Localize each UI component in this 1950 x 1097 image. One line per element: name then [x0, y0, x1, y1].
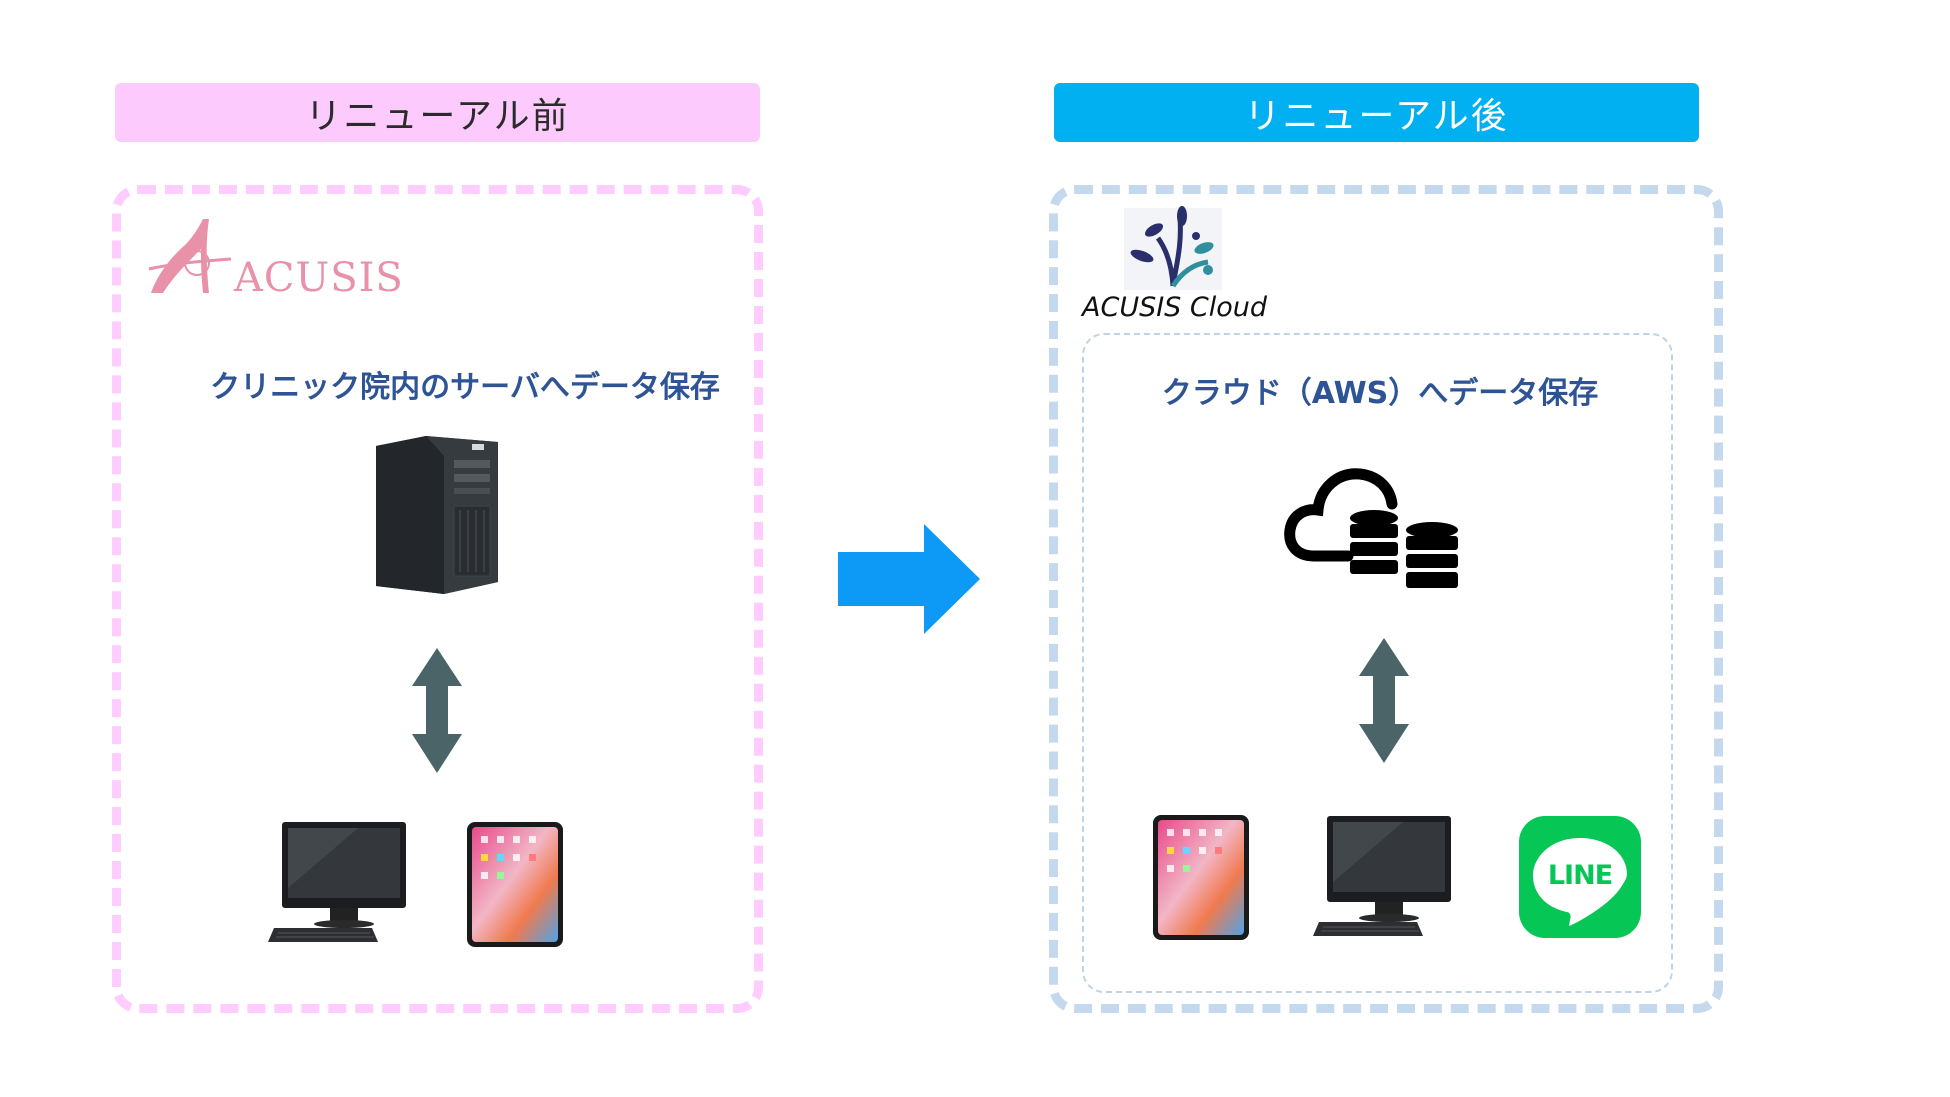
before-panel [112, 185, 763, 1013]
sync-arrow-icon [1359, 638, 1409, 763]
line-app-icon: LINE [1519, 816, 1641, 938]
after-panel [1049, 185, 1723, 1013]
cloud-inner-box [1082, 333, 1673, 993]
desktop-pc-icon [1313, 816, 1451, 936]
before-header: リニューアル前 [115, 83, 760, 142]
server-tower-icon [376, 436, 498, 594]
after-caption: クラウド（AWS）へデータ保存 [1161, 376, 1599, 411]
transition-arrow-icon [838, 524, 980, 634]
acusis-cloud-leaf-icon [1124, 206, 1222, 290]
sync-arrow-icon [412, 648, 462, 773]
acusis-heel-logo-icon [148, 219, 232, 293]
after-header: リニューアル後 [1054, 83, 1699, 142]
desktop-pc-icon [268, 822, 406, 942]
cloud-database-icon [1284, 468, 1458, 588]
tablet-icon [1153, 815, 1249, 940]
before-caption: クリニック院内のサーバへデータ保存 [210, 370, 720, 405]
acusis-brand-name: ACUSIS [234, 255, 404, 301]
tablet-icon [467, 822, 563, 947]
line-logo-text: LINE [1547, 860, 1613, 891]
acusis-cloud-brand-name: ACUSIS Cloud [1082, 292, 1268, 323]
